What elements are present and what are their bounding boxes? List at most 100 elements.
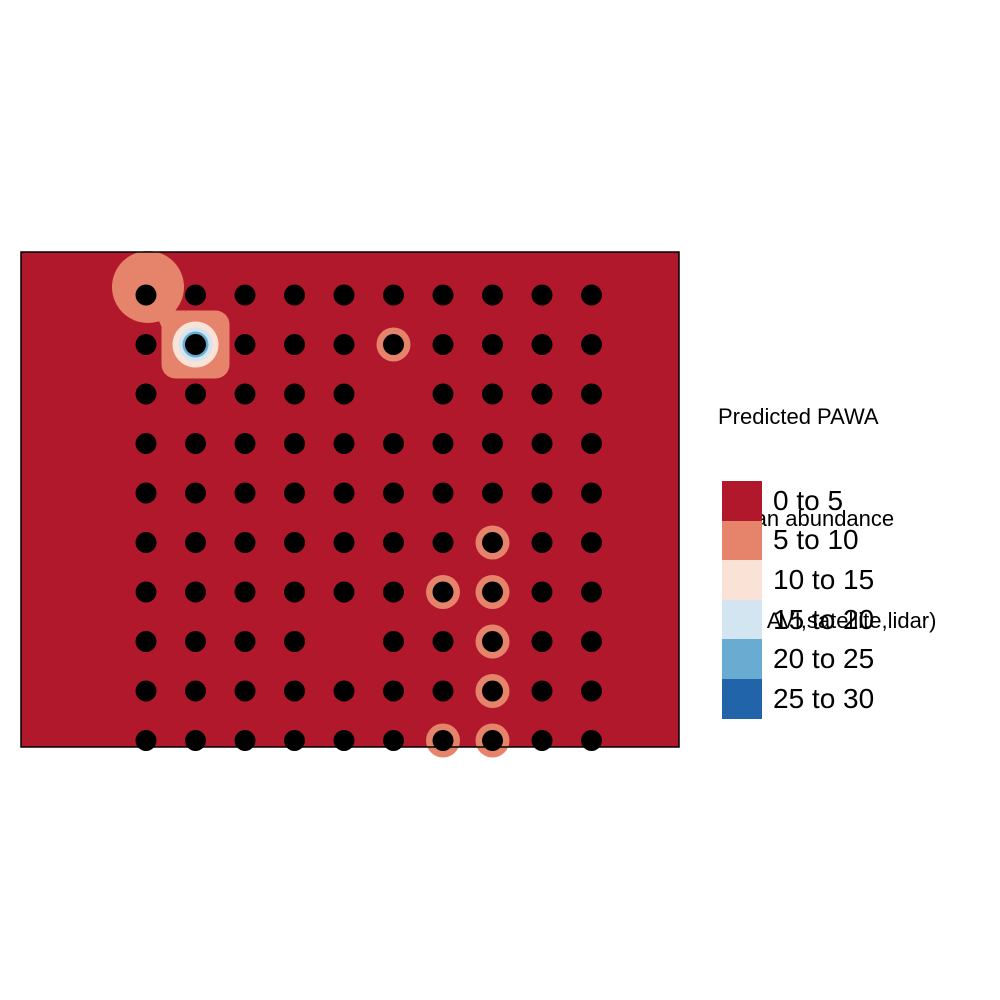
legend-label-0-5: 0 to 5 (773, 484, 844, 516)
survey-point (581, 730, 602, 751)
survey-point (482, 680, 503, 702)
survey-point (185, 631, 206, 652)
legend-label-20-25: 20 to 25 (773, 643, 875, 675)
survey-point (383, 532, 404, 553)
survey-point (234, 334, 256, 355)
survey-point (581, 334, 602, 355)
survey-point (531, 631, 553, 652)
survey-point (482, 334, 503, 355)
survey-point (581, 433, 602, 454)
legend-swatch-15-20 (722, 599, 762, 640)
survey-point (482, 433, 503, 454)
survey-point (135, 532, 157, 553)
survey-point (383, 581, 404, 603)
survey-point (383, 730, 404, 751)
survey-point (482, 482, 503, 504)
legend-item-25-30: 25 to 30 (722, 678, 875, 719)
survey-point (234, 433, 256, 454)
survey-point (234, 631, 256, 652)
legend-swatch-10-15 (722, 560, 762, 600)
legend-item-15-20: 15 to 20 (722, 599, 875, 640)
legend-swatch-20-25 (722, 639, 762, 679)
survey-point (482, 631, 503, 652)
survey-point (185, 680, 206, 702)
survey-point (432, 680, 454, 702)
legend-label-5-10: 5 to 10 (773, 524, 859, 556)
survey-point (383, 284, 404, 306)
survey-point (432, 532, 454, 553)
survey-point (432, 433, 454, 454)
survey-point (383, 680, 404, 702)
survey-point (531, 284, 553, 306)
survey-point (284, 334, 305, 355)
survey-point (432, 334, 454, 355)
survey-point (185, 581, 206, 603)
survey-point (185, 730, 206, 751)
survey-point (581, 581, 602, 603)
survey-point (432, 383, 454, 405)
survey-point (185, 433, 206, 454)
survey-point (482, 532, 503, 553)
survey-point (432, 631, 454, 652)
legend-swatch-5-10 (722, 520, 762, 561)
survey-point (432, 284, 454, 306)
survey-point (482, 383, 503, 405)
legend-swatch-0-5 (722, 481, 762, 521)
survey-point (284, 383, 305, 405)
survey-point (284, 680, 305, 702)
survey-point (284, 631, 305, 652)
survey-point (333, 383, 355, 405)
survey-point (333, 284, 355, 306)
legend-swatch-25-30 (722, 678, 762, 719)
legend-item-10-15: 10 to 15 (722, 560, 874, 600)
survey-point (234, 532, 256, 553)
survey-point (383, 433, 404, 454)
survey-point (531, 334, 553, 355)
survey-point (284, 433, 305, 454)
legend-label-15-20: 15 to 20 (773, 603, 875, 635)
survey-point (333, 730, 355, 751)
survey-point (284, 581, 305, 603)
survey-point (284, 482, 305, 504)
survey-point (581, 383, 602, 405)
survey-point (135, 680, 157, 702)
survey-point (531, 581, 553, 603)
survey-point (531, 383, 553, 405)
legend-label-25-30: 25 to 30 (773, 682, 875, 714)
legend-item-0-5: 0 to 5 (722, 481, 874, 521)
survey-point (234, 284, 256, 306)
survey-point (432, 581, 454, 603)
survey-point (333, 581, 355, 603)
survey-point (234, 383, 256, 405)
survey-point (432, 730, 454, 751)
survey-point (185, 284, 206, 306)
survey-point (284, 532, 305, 553)
survey-point (234, 730, 256, 751)
survey-point-layer (135, 284, 602, 751)
survey-point (531, 433, 553, 454)
survey-point (135, 482, 157, 504)
survey-point (432, 482, 454, 504)
survey-point (185, 532, 206, 553)
survey-point (531, 680, 553, 702)
survey-point (185, 383, 206, 405)
survey-point (581, 482, 602, 504)
survey-point (234, 680, 256, 702)
legend-label-10-15: 10 to 15 (773, 563, 875, 595)
survey-point (135, 334, 157, 355)
survey-point (234, 581, 256, 603)
legend-item-20-25: 20 to 25 (722, 639, 874, 679)
survey-point (135, 581, 157, 603)
survey-point (284, 284, 305, 306)
survey-point (482, 581, 503, 603)
map-border (20, 251, 680, 748)
survey-point (135, 730, 157, 751)
survey-point (333, 482, 355, 504)
survey-point (135, 284, 157, 306)
survey-point (482, 284, 503, 306)
survey-point (383, 334, 404, 355)
survey-point (185, 334, 206, 355)
survey-point (135, 433, 157, 454)
survey-point (581, 284, 602, 306)
